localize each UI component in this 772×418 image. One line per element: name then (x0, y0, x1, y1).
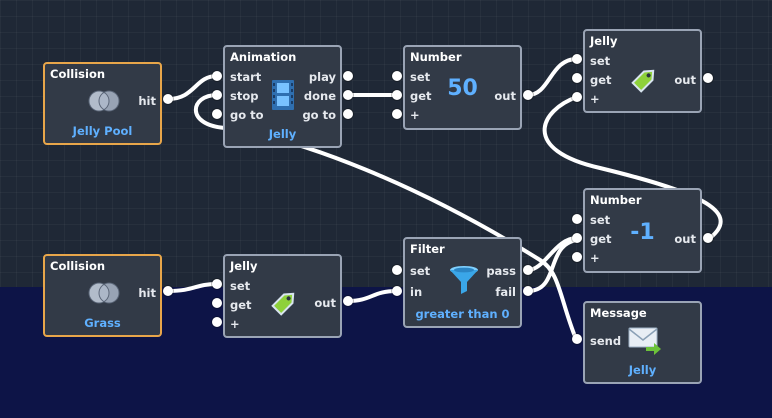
port-start-dot[interactable] (212, 71, 222, 81)
envelope-icon (628, 327, 661, 355)
jelly-node-bottom[interactable]: Jelly set get + out (223, 254, 342, 338)
port-plus-dot[interactable] (572, 252, 582, 262)
venn-icon (88, 282, 120, 304)
port-play: play (308, 70, 336, 84)
venn-icon (88, 90, 120, 112)
node-title: Number (410, 50, 462, 64)
port-set-dot[interactable] (572, 214, 582, 224)
port-get: get (410, 89, 432, 103)
node-title: Number (590, 193, 642, 207)
port-get-dot[interactable] (572, 73, 582, 83)
port-done-dot[interactable] (343, 90, 353, 100)
port-send: send (590, 334, 622, 348)
port-stop: stop (230, 89, 259, 103)
port-plus-dot[interactable] (572, 92, 582, 102)
number-node-50[interactable]: Number set get + 50 out (403, 45, 522, 130)
port-play-dot[interactable] (343, 71, 353, 81)
port-stop-dot[interactable] (212, 90, 222, 100)
port-in-dot[interactable] (392, 286, 402, 296)
filter-node[interactable]: Filter set in pass fail greater than 0 (403, 237, 522, 328)
port-done: done (303, 89, 336, 103)
port-in: in (410, 285, 423, 299)
message-node[interactable]: Message send Jelly (583, 301, 702, 384)
filter-condition: greater than 0 (415, 307, 510, 321)
port-fail-dot[interactable] (523, 286, 533, 296)
node-title: Jelly (590, 34, 618, 48)
animation-target: Jelly (268, 127, 297, 141)
port-start: start (230, 70, 262, 84)
node-title: Animation (230, 50, 297, 64)
port-goto-out-dot[interactable] (343, 109, 353, 119)
port-out: out (674, 73, 696, 87)
tag-icon (631, 69, 655, 93)
number-node-minus-one[interactable]: Number set get + -1 out (583, 188, 702, 273)
port-get-dot[interactable] (392, 90, 402, 100)
port-plus: + (590, 251, 600, 265)
collision-target: Grass (84, 316, 121, 330)
port-plus: + (590, 92, 600, 106)
funnel-icon (450, 266, 478, 294)
port-get-dot[interactable] (212, 298, 222, 308)
port-set-dot[interactable] (392, 71, 402, 81)
port-out-dot[interactable] (523, 90, 533, 100)
port-send-dot[interactable] (572, 334, 582, 344)
port-out-dot[interactable] (703, 233, 713, 243)
port-pass-dot[interactable] (523, 265, 533, 275)
port-out: out (674, 232, 696, 246)
port-pass: pass (486, 264, 516, 278)
port-get-dot[interactable] (572, 233, 582, 243)
port-get: get (590, 73, 612, 87)
port-out: out (314, 296, 336, 310)
port-set: set (590, 213, 611, 227)
port-get: get (230, 298, 252, 312)
port-out-dot[interactable] (343, 296, 353, 306)
node-title: Filter (410, 242, 445, 256)
node-title: Collision (50, 259, 106, 273)
jelly-node-top[interactable]: Jelly set get + out (583, 29, 702, 113)
port-fail: fail (495, 285, 516, 299)
collision-node-jelly-pool[interactable]: Collision hit Jelly Pool (43, 62, 162, 145)
number-value: 50 (447, 76, 478, 101)
port-set-dot[interactable] (572, 54, 582, 64)
port-set-dot[interactable] (392, 265, 402, 275)
port-out: out (494, 89, 516, 103)
port-out-dot[interactable] (703, 73, 713, 83)
message-target: Jelly (628, 363, 657, 377)
port-plus-dot[interactable] (392, 109, 402, 119)
node-title: Jelly (230, 259, 258, 273)
node-title: Message (590, 306, 647, 320)
tag-icon (271, 292, 295, 316)
port-plus: + (410, 108, 420, 122)
port-goto: go to (230, 108, 264, 122)
animation-node[interactable]: Animation start stop go to play done go … (223, 45, 342, 148)
port-hit: hit (138, 94, 156, 108)
collision-node-grass[interactable]: Collision hit Grass (43, 254, 162, 337)
port-hit: hit (138, 286, 156, 300)
port-set: set (410, 264, 431, 278)
film-icon (272, 80, 294, 110)
port-goto-out: go to (302, 108, 336, 122)
port-hit-dot[interactable] (163, 286, 173, 296)
port-plus-dot[interactable] (212, 317, 222, 327)
port-hit-dot[interactable] (163, 94, 173, 104)
number-value: -1 (630, 220, 655, 245)
port-set: set (230, 279, 251, 293)
port-set-dot[interactable] (212, 279, 222, 289)
node-title: Collision (50, 67, 106, 81)
collision-target: Jelly Pool (72, 124, 133, 138)
port-plus: + (230, 317, 240, 331)
port-set: set (410, 70, 431, 84)
port-goto-dot[interactable] (212, 109, 222, 119)
port-set: set (590, 54, 611, 68)
port-get: get (590, 232, 612, 246)
